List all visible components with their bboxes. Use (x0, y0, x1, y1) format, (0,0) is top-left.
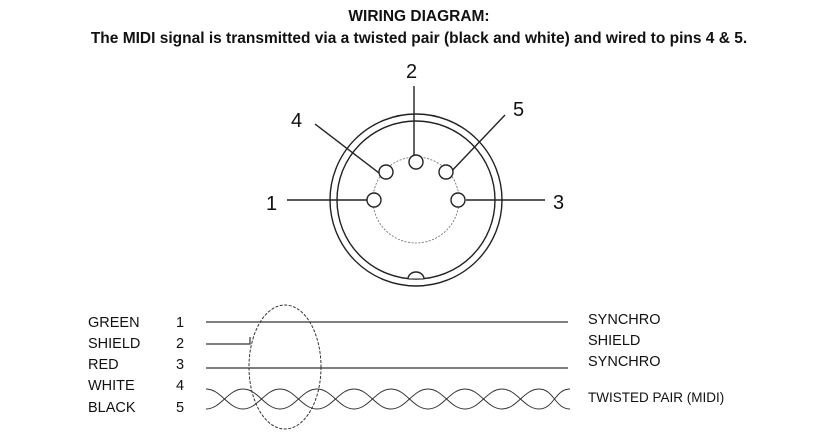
wire-pin-number: 5 (176, 400, 184, 416)
wire-pin-number: 2 (176, 336, 184, 352)
pin-4 (378, 164, 394, 180)
wire-pin-number: 3 (176, 357, 184, 373)
pin-label-4: 4 (291, 110, 302, 132)
wire-function-label: TWISTED PAIR (MIDI) (588, 390, 724, 405)
wire-color-label: BLACK (88, 400, 136, 416)
connector-key-notch (407, 271, 425, 280)
pin-4-leader (314, 123, 384, 177)
wire-shield (206, 337, 251, 345)
wire-color-label: GREEN (88, 315, 140, 331)
pin-labels: 1 2 3 4 5 (266, 61, 564, 215)
wire-black-twisted (205, 388, 571, 410)
pin-5 (438, 164, 454, 180)
pin-1 (366, 192, 382, 208)
pin-label-3: 3 (553, 192, 564, 214)
diagram-subtitle: The MIDI signal is transmitted via a twi… (90, 30, 748, 47)
wire-function-label: SYNCHRO (588, 354, 661, 370)
wire-color-label: WHITE (88, 378, 135, 394)
diagram-title: WIRING DIAGRAM: (348, 8, 490, 25)
wire-function-label: SYNCHRO (588, 312, 661, 328)
pin-3 (450, 192, 466, 208)
wire-labels: GREEN SHIELD RED WHITE BLACK 1 2 3 4 5 S… (88, 312, 724, 416)
wire-function-label: SHIELD (588, 333, 640, 349)
wire-color-label: SHIELD (88, 336, 140, 352)
shield-ellipse (248, 304, 322, 430)
pin-label-1: 1 (266, 193, 277, 215)
pin-label-5: 5 (513, 99, 524, 121)
wire-white-twisted (205, 388, 571, 410)
pin-2 (408, 154, 424, 170)
wire-pin-number: 1 (176, 315, 184, 331)
wire-color-label: RED (88, 357, 119, 373)
pin-5-leader (446, 114, 506, 177)
wire-pin-number: 4 (176, 378, 184, 394)
din-connector (287, 86, 545, 287)
cable-diagram (205, 304, 571, 430)
pin-label-2: 2 (406, 61, 417, 83)
